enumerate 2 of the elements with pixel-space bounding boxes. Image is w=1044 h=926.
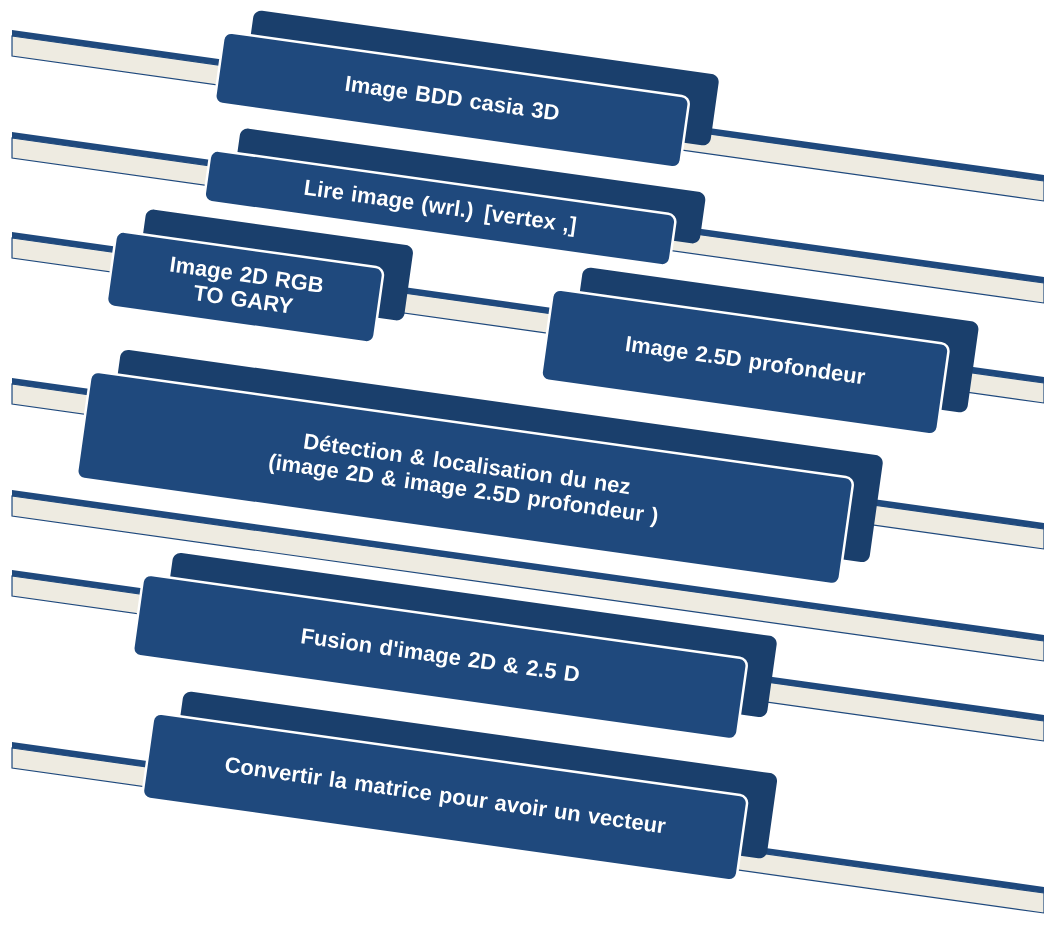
process-box: Convertir la matrice pour avoir un vecteur [141,691,778,882]
process-box: Image 2.5D profondeur [540,267,979,436]
